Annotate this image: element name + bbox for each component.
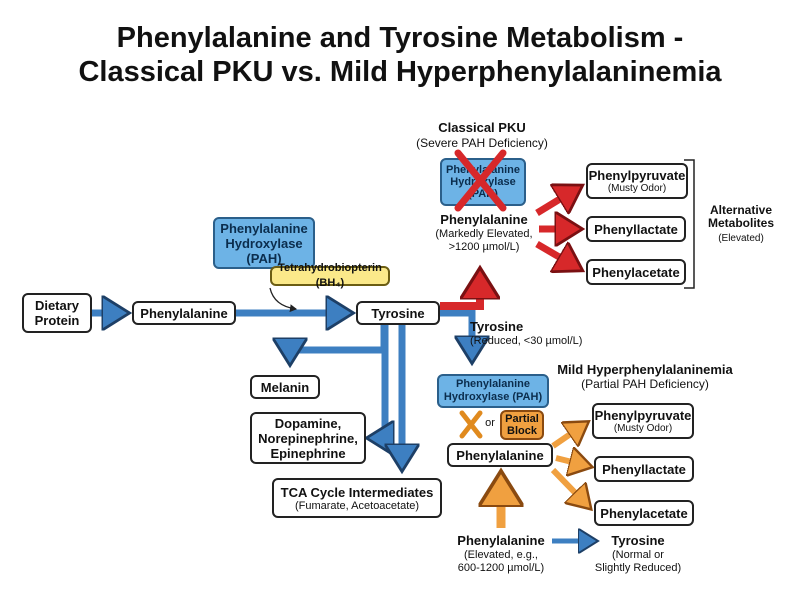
arrow-tyrosine-to-melanin: [290, 325, 388, 360]
partial-block-box: Partial Block: [500, 410, 544, 440]
classical-tyrosine-name: Tyrosine: [470, 319, 524, 334]
mild-tyrosine-note: (Normal or Slightly Reduced): [594, 549, 682, 574]
arrow-bh4-pointer: [269, 287, 297, 313]
alt-metabolites-bracket: [684, 159, 695, 289]
title-line-1: Phenylalanine and Tyrosine Metabolism -: [116, 22, 684, 54]
mild-pah-enzyme-box: Phenylalanine Hydroxylase (PAH): [437, 374, 549, 408]
tca-cycle-subtitle: (Fumarate, Acetoacetate): [294, 499, 420, 512]
arrow-mild-to-phenylacetate: [550, 467, 588, 506]
classical-phenylpyruvate-name: Phenylpyruvate: [588, 167, 686, 183]
tyrosine-box: Tyrosine: [356, 301, 440, 325]
classical-pku-heading: Classical PKU: [438, 120, 526, 135]
mild-phenylpyruvate-box: Phenylpyruvate (Musty Odor): [592, 403, 694, 439]
arrow-mild-to-phenylpyruvate: [551, 424, 585, 449]
tca-cycle-title: TCA Cycle Intermediates: [280, 484, 434, 500]
bh4-cofactor-box: Tetrahydrobiopterin (BH₄): [270, 262, 390, 289]
mild-phenylalanine-box: Phenylalanine: [447, 443, 553, 467]
mild-or-text: or: [485, 417, 495, 429]
phenylalanine-box: Phenylalanine: [132, 301, 236, 325]
classical-phenylpyruvate-box: Phenylpyruvate (Musty Odor): [586, 163, 688, 199]
mild-phenylpyruvate-note: (Musty Odor): [613, 422, 673, 434]
mild-elevated-phe-label: Phenylalanine (Elevated, e.g., 600-1200 …: [442, 534, 560, 575]
classical-tyrosine-label: Tyrosine (Reduced, <30 µmol/L): [470, 320, 610, 348]
mild-elevated-phe-note: (Elevated, e.g., 600-1200 µmol/L): [457, 549, 545, 574]
alt-metabolites-note: (Elevated): [718, 233, 764, 244]
arrow-classical-to-phenylpyruvate: [535, 188, 578, 216]
mild-phenylacetate-box: Phenylacetate: [594, 500, 694, 526]
classical-phenylpyruvate-note: (Musty Odor): [607, 182, 667, 194]
pah-enzyme-box: Phenylalanine Hydroxylase (PAH): [213, 217, 315, 269]
mild-hpa-subheading: (Partial PAH Deficiency): [581, 377, 709, 391]
melanin-box: Melanin: [250, 375, 320, 399]
classical-phenylacetate-box: Phenylacetate: [586, 259, 686, 285]
classical-pah-enzyme-box: Phenylalanine Hydroxylase (PAH): [440, 158, 526, 206]
tca-cycle-box: TCA Cycle Intermediates (Fumarate, Aceto…: [272, 478, 442, 518]
classical-phe-label: Phenylalanine (Markedly Elevated, >1200 …: [421, 213, 547, 254]
classical-pku-subheading: (Severe PAH Deficiency): [416, 136, 548, 150]
catecholamines-box: Dopamine, Norepinephrine, Epinephrine: [250, 412, 366, 464]
mild-phenylpyruvate-name: Phenylpyruvate: [594, 407, 692, 423]
mild-elevated-phe-name: Phenylalanine: [457, 533, 545, 548]
classical-phe-note: (Markedly Elevated, >1200 µmol/L): [435, 228, 533, 253]
classical-phenyllactate-box: Phenyllactate: [586, 216, 686, 242]
classical-phe-name: Phenylalanine: [440, 212, 528, 227]
arrow-tyrosine-to-classical: [440, 274, 480, 310]
arrow-tyrosine-to-mild: [440, 309, 472, 358]
mild-tyrosine-name: Tyrosine: [611, 533, 665, 548]
mild-tyrosine-label: Tyrosine (Normal or Slightly Reduced): [590, 534, 686, 575]
mild-phenyllactate-box: Phenyllactate: [594, 456, 694, 482]
arrow-classical-to-phenylacetate: [535, 240, 578, 268]
dietary-protein-box: Dietary Protein: [22, 293, 92, 333]
classical-tyrosine-note: (Reduced, <30 µmol/L): [470, 335, 583, 347]
mild-hpa-heading: Mild Hyperphenylalaninemia: [557, 362, 733, 377]
alt-metabolites-title: Alternative Metabolites: [707, 203, 774, 230]
arrow-mild-to-phenyllactate: [555, 458, 588, 466]
arrow-tyrosine-to-catecholamines: [372, 325, 385, 438]
title-line-2: Classical PKU vs. Mild Hyperphenylalanin…: [78, 56, 722, 88]
